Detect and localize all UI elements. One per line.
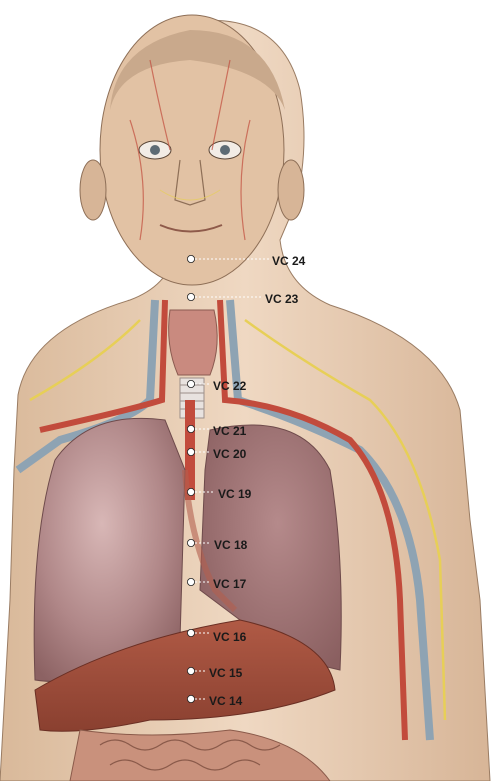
point-dot [187, 539, 194, 546]
point-label: VC 21 [213, 424, 247, 438]
point-label: VC 24 [272, 254, 306, 268]
point-dot [187, 488, 194, 495]
point-label: VC 19 [218, 487, 252, 501]
point-dot [187, 425, 194, 432]
point-label: VC 20 [213, 447, 247, 461]
point-label: VC 22 [213, 379, 247, 393]
point-dot [187, 695, 194, 702]
point-dot [187, 448, 194, 455]
point-label: VC 18 [214, 538, 248, 552]
point-dot [187, 667, 194, 674]
point-dot [187, 255, 194, 262]
point-label: VC 14 [209, 694, 243, 708]
point-label: VC 16 [213, 630, 247, 644]
point-label: VC 15 [209, 666, 243, 680]
point-dot [187, 293, 194, 300]
point-label: VC 23 [265, 292, 299, 306]
point-label: VC 17 [213, 577, 247, 591]
point-dot [187, 629, 194, 636]
point-dot [187, 380, 194, 387]
point-dot [187, 578, 194, 585]
